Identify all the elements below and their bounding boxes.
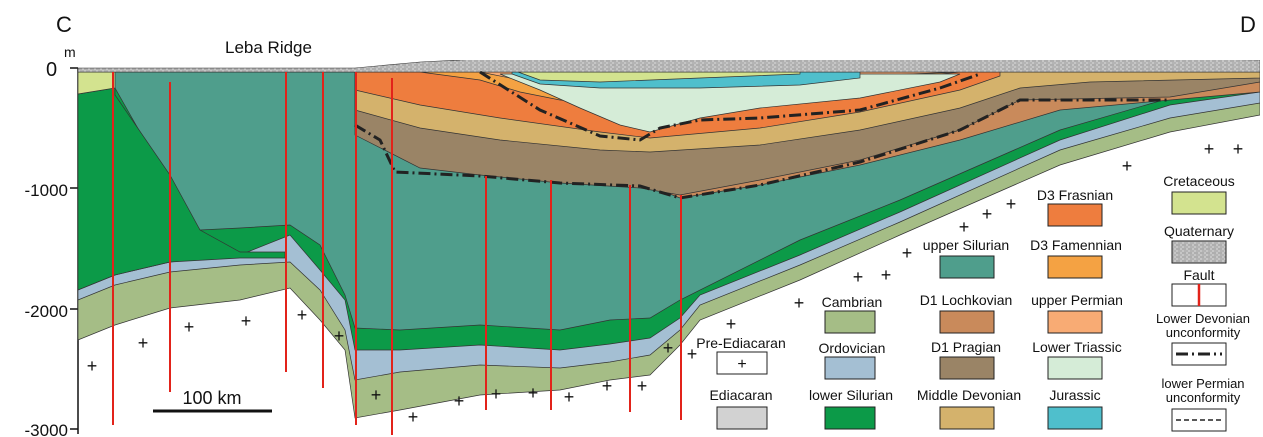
legend-label-pragian: D1 Pragian xyxy=(931,339,1001,355)
legend-swatch-famennian xyxy=(1047,255,1103,279)
legend-label-middle-devonian: Middle Devonian xyxy=(917,387,1021,403)
legend-label-ordovician: Ordovician xyxy=(819,340,886,356)
legend-label-pre-ediacaran: Pre-Ediacaran xyxy=(696,335,786,351)
plus-icon: + xyxy=(184,317,195,337)
plus-icon: + xyxy=(726,314,737,334)
legend-swatch-cretaceous xyxy=(1171,191,1227,215)
legend-swatch-middle-devonian xyxy=(939,406,995,430)
legend-swatch-lochkovian xyxy=(939,310,995,334)
plus-icon: + xyxy=(794,293,805,313)
legend-label-lochkovian: D1 Lochkovian xyxy=(920,292,1013,308)
legend-label-quaternary: Quaternary xyxy=(1164,223,1234,239)
plus-icon: + xyxy=(564,387,575,407)
plus-icon: + xyxy=(853,267,864,287)
plus-icon: + xyxy=(528,383,539,403)
legend-swatch-ediacaran xyxy=(716,406,768,430)
legend-swatch-cambrian xyxy=(824,310,876,334)
plus-icon: + xyxy=(334,326,345,346)
plus-icon: + xyxy=(637,376,648,396)
faults xyxy=(112,72,682,435)
plus-icon: + xyxy=(297,305,308,325)
plus-icon: + xyxy=(87,356,98,376)
legend-swatch-pragian xyxy=(939,356,995,380)
depth-tick-label: 0 xyxy=(46,59,57,81)
legend-swatch-quaternary xyxy=(1171,240,1227,264)
legend-label-lower-silurian: lower Silurian xyxy=(809,387,893,403)
plus-icon: + xyxy=(902,243,913,263)
legend-swatch-pre-ediacaran xyxy=(716,351,768,375)
scale-bar: 100 km xyxy=(153,388,272,413)
legend-label-ediacaran: Ediacaran xyxy=(709,387,772,403)
plus-icon: + xyxy=(982,204,993,224)
legend-label-cretaceous: Cretaceous xyxy=(1163,173,1235,189)
legend-label-jurassic: Jurassic xyxy=(1049,387,1100,403)
plus-icon: + xyxy=(1204,139,1215,159)
section-end-label: D xyxy=(1240,12,1256,37)
lower-permian-unconformity-line xyxy=(479,70,981,142)
legend-swatch-lower-silurian xyxy=(824,406,876,430)
legend-label-famennian: D3 Famennian xyxy=(1030,237,1122,253)
basement-plus-signs: + + + + + + + + + + + + + + + + + + + + … xyxy=(87,139,1244,427)
legend-swatch-lower-triassic xyxy=(1047,356,1103,380)
unit-label: m xyxy=(64,44,76,60)
legend: Pre-Ediacaran + Ediacaran Cambrian Ordov… xyxy=(696,173,1250,432)
legend-label-fault: Fault xyxy=(1183,267,1214,283)
plus-icon: + xyxy=(1006,194,1017,214)
layer-quaternary xyxy=(77,60,1260,73)
plus-icon: + xyxy=(408,407,419,427)
scale-bar-label: 100 km xyxy=(182,388,241,408)
plus-icon: + xyxy=(138,333,149,353)
plus-icon: + xyxy=(881,265,892,285)
legend-label-frasnian: D3 Frasnian xyxy=(1037,187,1113,203)
depth-tick-label: -1000 xyxy=(25,181,68,200)
legend-swatch-ordovician xyxy=(824,356,876,380)
plus-icon: + xyxy=(602,376,613,396)
legend-label-lower-triassic: Lower Triassic xyxy=(1032,339,1121,355)
plus-icon: + xyxy=(1122,156,1133,176)
plus-icon: + xyxy=(371,385,382,405)
plus-icon: + xyxy=(241,311,252,331)
unconformities xyxy=(354,70,1170,200)
plus-icon: + xyxy=(959,217,970,237)
legend-swatch-lower-permian-unconformity xyxy=(1171,408,1227,432)
depth-tick-label: -3000 xyxy=(25,421,68,437)
plus-icon: + xyxy=(454,391,465,411)
legend-label-upper-permian: upper Permian xyxy=(1031,292,1123,308)
depth-tick-label: -2000 xyxy=(25,302,68,321)
plus-icon: + xyxy=(491,384,502,404)
legend-label-upper-silurian: upper Silurian xyxy=(923,237,1009,253)
legend-swatch-upper-permian xyxy=(1047,310,1103,334)
geologic-section xyxy=(77,60,1260,419)
plus-icon: + xyxy=(1233,139,1244,159)
section-start-label: C xyxy=(56,12,72,37)
plus-icon: + xyxy=(687,344,698,364)
legend-swatch-frasnian xyxy=(1047,203,1103,227)
legend-label-cambrian: Cambrian xyxy=(822,294,883,310)
leba-ridge-label: Leba Ridge xyxy=(225,38,312,57)
layer-lower-triassic xyxy=(499,73,961,133)
depth-axis: 0 -1000 -2000 -3000 m xyxy=(25,44,79,437)
legend-swatch-jurassic xyxy=(1047,406,1103,430)
lower-devonian-unconformity-line xyxy=(354,98,1170,200)
plus-icon: + xyxy=(737,356,746,373)
plus-icon: + xyxy=(663,338,674,358)
legend-swatch-upper-silurian xyxy=(939,255,995,279)
